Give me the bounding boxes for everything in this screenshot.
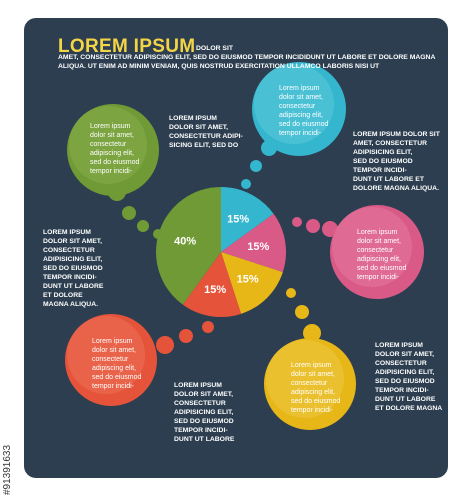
intro-text: AMET, CONSECTETUR ADIPISCING ELIT, SED D… — [58, 54, 436, 70]
caption-left-middle: LOREM IPSUM DOLOR SIT AMET, CONSECTETUR … — [43, 229, 104, 308]
caption-right-bottom: LOREM IPSUM DOLOR SIT AMET, CONSECTETUR … — [375, 342, 443, 412]
bubble-yellow — [264, 338, 356, 430]
bubble-red-text: Lorem ipsum dolor sit amet, consectetur … — [92, 338, 142, 390]
pie-slice-label-2: 15% — [237, 274, 259, 286]
stock-id-watermark: #91391633 — [2, 395, 16, 495]
caption-green-right: LOREM IPSUM DOLOR SIT AMET, CONSECTETUR … — [169, 115, 243, 149]
pie-slice-label-0: 15% — [227, 213, 249, 225]
pie-slice-1 — [221, 213, 286, 273]
pie-slice-label-4: 40% — [174, 235, 196, 247]
caption-blue-right: LOREM IPSUM DOLOR SIT AMET, CONSECTETUR … — [353, 131, 440, 192]
pie-chart: 15% 15% 15% 15% 40% — [156, 187, 286, 317]
pie-slice-2 — [221, 252, 283, 314]
pie-slice-label-3: 15% — [204, 284, 226, 296]
bubble-pink — [330, 205, 424, 299]
bubble-blue-text: Lorem ipsum dolor sit amet, consectetur … — [279, 85, 329, 137]
pie-slice-3 — [182, 252, 242, 317]
pie-slice-4 — [156, 187, 221, 305]
stock-id-text: #91391633 — [2, 444, 13, 495]
bubble-blue — [252, 62, 346, 156]
pie-slice-label-1: 15% — [247, 241, 269, 253]
bubble-pink-text: Lorem ipsum dolor sit amet, consectetur … — [357, 229, 407, 281]
bubble-red — [65, 314, 157, 406]
page-title: LOREM IPSUM — [58, 36, 196, 57]
intro-text-first-line: DOLOR SIT — [196, 45, 234, 52]
bubble-green — [67, 104, 159, 196]
pie-slice-0 — [221, 187, 274, 252]
caption-bottom-center: LOREM IPSUM DOLOR SIT AMET, CONSECTETUR … — [174, 382, 235, 443]
bubble-yellow-text: Lorem ipsum dolor sit amet, consectetur … — [291, 362, 341, 414]
bubble-green-text: Lorem ipsum dolor sit amet, consectetur … — [90, 123, 140, 175]
